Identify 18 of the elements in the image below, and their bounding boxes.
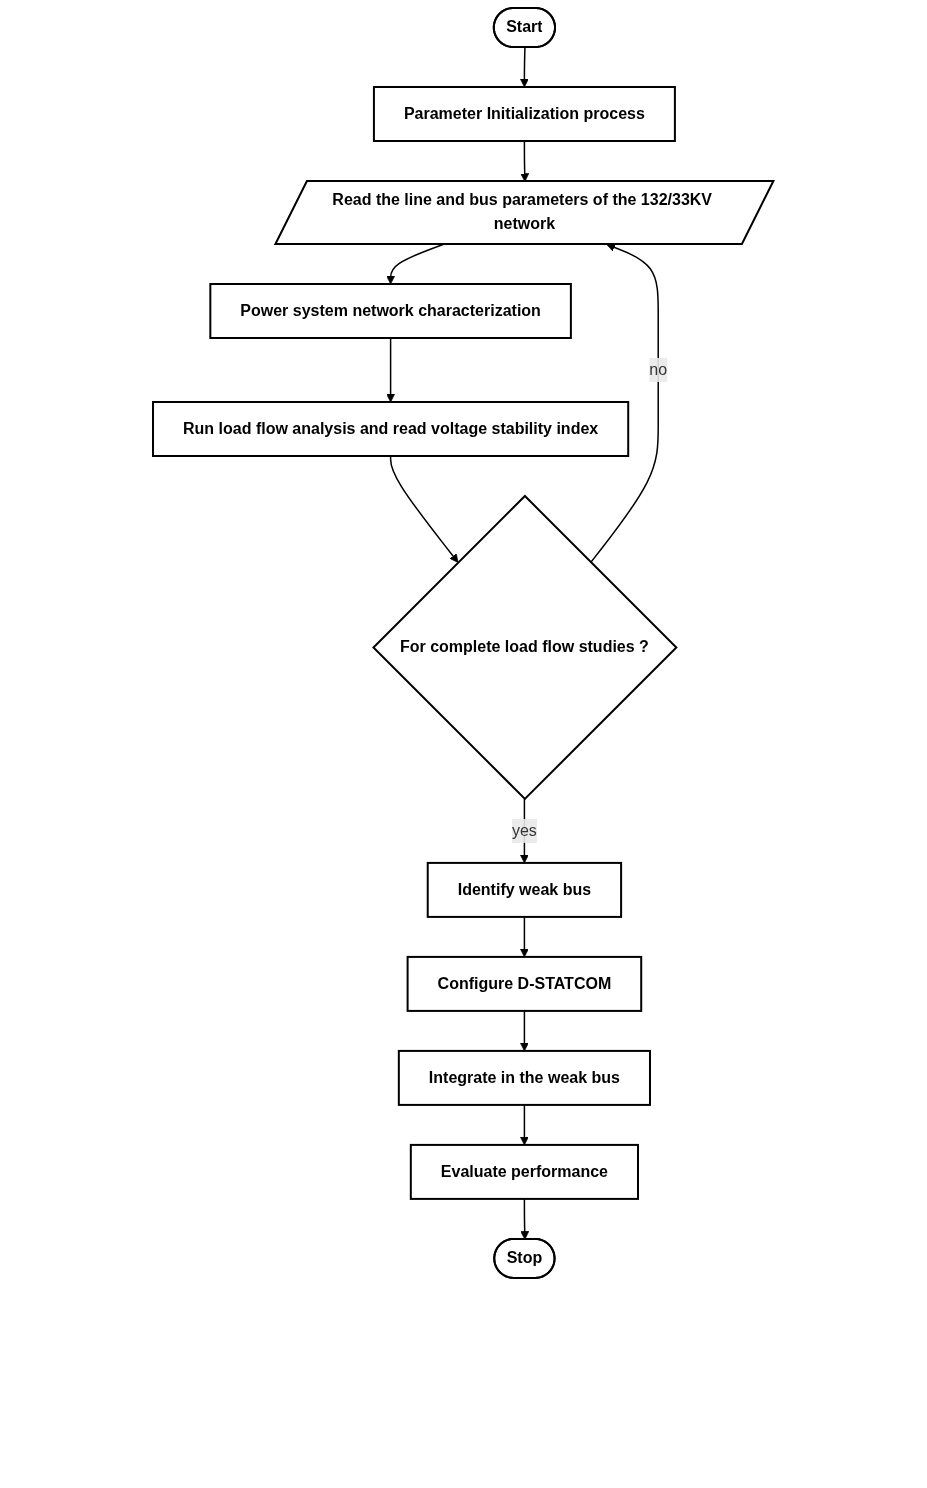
node-box: Run load flow analysis and read voltage stability index	[152, 401, 630, 457]
arrow	[520, 1010, 530, 1052]
node-box: Identify weak bus	[427, 861, 623, 918]
arrow	[386, 337, 396, 403]
edge-label: yes	[512, 821, 538, 839]
arrow	[520, 46, 530, 88]
node-box: Parameter Initialization process	[373, 86, 677, 142]
edge-label: no	[649, 361, 668, 378]
arrow	[520, 1104, 530, 1146]
arrow	[520, 140, 530, 182]
node-box: Power system network characterization	[209, 283, 573, 339]
arrow	[520, 916, 530, 958]
node-box: Configure D-STATCOM	[406, 955, 643, 1012]
arrow	[520, 1198, 530, 1240]
node-box: Integrate in the weak bus	[398, 1049, 652, 1106]
node-box: Evaluate performance	[410, 1143, 640, 1200]
node-diamond: For complete load flow studies ?	[372, 494, 679, 801]
arrow	[390, 455, 459, 563]
